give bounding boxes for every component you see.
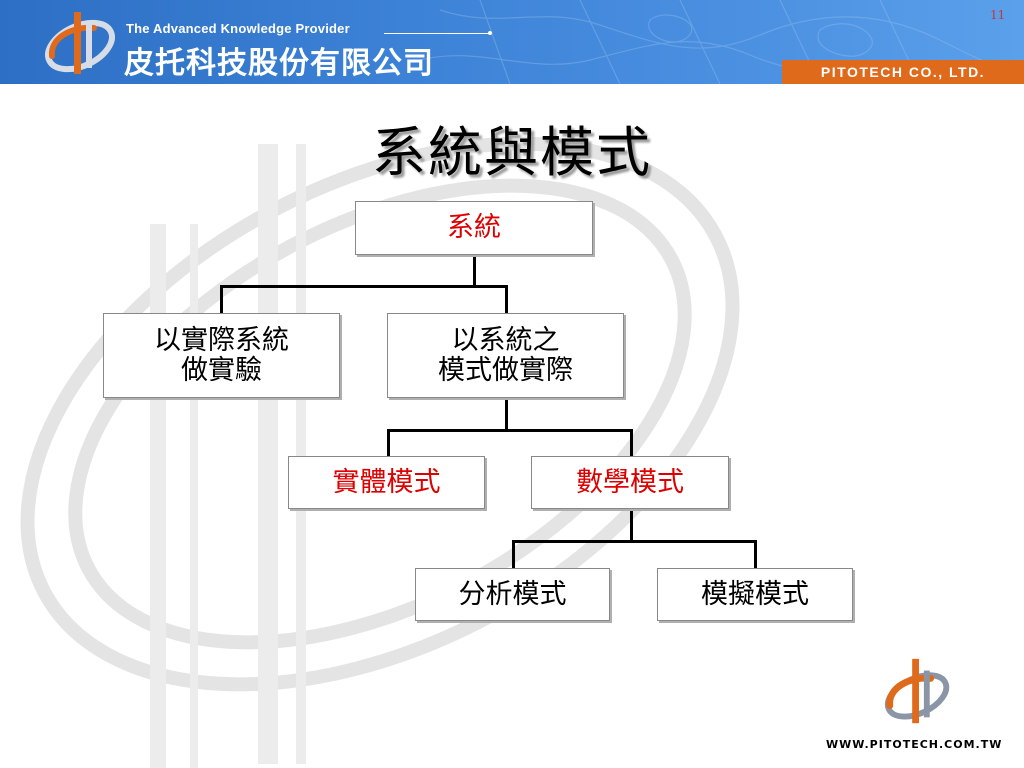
node-physical-model: 實體模式: [288, 456, 485, 509]
company-name-chinese: 皮托科技股份有限公司: [124, 46, 434, 81]
connector-line: [505, 398, 508, 430]
connector-line: [387, 429, 390, 456]
tagline-dot: [488, 31, 492, 35]
node-real-system-experiment: 以實際系統 做實驗: [103, 313, 340, 398]
header-banner: The Advanced Knowledge Provider 皮托科技股份有限…: [0, 0, 1024, 84]
slide-title: 系統與模式: [372, 121, 652, 184]
tagline: The Advanced Knowledge Provider: [126, 21, 350, 36]
company-name-english: PITOTECH CO., LTD.: [782, 60, 1024, 84]
pitotech-logo-icon: [884, 658, 950, 724]
connector-line: [505, 285, 508, 313]
connector-line: [473, 255, 476, 286]
node-system: 系統: [355, 201, 593, 255]
connector-line: [512, 540, 515, 568]
world-map-decoration: [420, 0, 1020, 84]
connector-line: [220, 285, 223, 313]
tagline-underline: [384, 33, 490, 34]
connector-line: [754, 540, 757, 568]
connector-line: [220, 285, 508, 288]
node-model-practice: 以系統之 模式做實際: [387, 313, 624, 398]
connector-line: [630, 509, 633, 541]
node-analytical-model: 分析模式: [415, 568, 610, 621]
node-mathematical-model: 數學模式: [531, 456, 729, 509]
connector-line: [387, 429, 633, 432]
website-url: WWW.PITOTECH.COM.TW: [826, 738, 1003, 751]
node-simulation-model: 模擬模式: [657, 568, 853, 621]
slide-number: 11: [990, 8, 1006, 22]
pitotech-logo-icon: [45, 12, 115, 74]
connector-line: [630, 429, 633, 456]
connector-line: [512, 540, 757, 543]
